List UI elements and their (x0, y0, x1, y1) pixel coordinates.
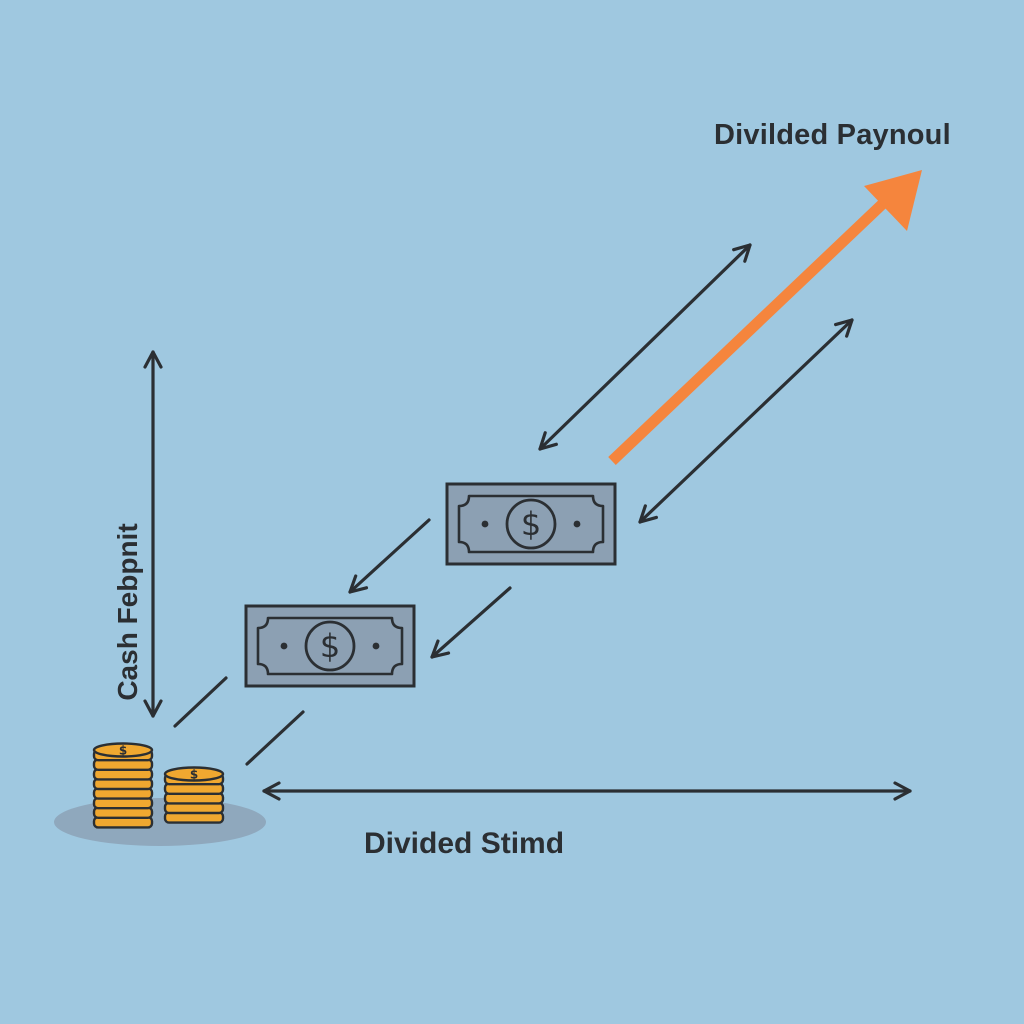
diagonal-double-arrow-lower (638, 318, 854, 524)
divided-stimd-label: Divided Stimd (364, 827, 565, 860)
bill-body (244, 604, 416, 688)
bill-dollar-sign: $ (320, 627, 340, 665)
diagonal-double-arrow-upper (538, 243, 752, 451)
coin-shadow (54, 798, 266, 846)
diagonal-arrow-from-upper-bill (430, 586, 512, 659)
bill-center-circle (505, 498, 557, 550)
cash-payment-label: Cash Febpnit (112, 523, 143, 701)
bill-dot-right (573, 520, 581, 528)
bill-inner-border (457, 494, 605, 554)
dash-line-1 (173, 676, 228, 728)
divided-payout-label: Divilded Paynoul (714, 119, 951, 151)
orange-trend-arrow (608, 170, 922, 465)
coin-stack-left: $ (92, 742, 154, 829)
coin-stack-icon: $ $ (92, 742, 225, 829)
coin-stack-right: $ (163, 766, 225, 824)
dash-line-2 (245, 710, 305, 766)
coin-top (92, 742, 154, 758)
coin-dollar-sign: $ (190, 768, 198, 782)
dollar-bill-icon: $ (445, 482, 617, 566)
bill-dot-right (372, 642, 380, 650)
coin-top (163, 766, 225, 782)
bill-dot-left (481, 520, 489, 528)
bill-inner-border (256, 616, 404, 676)
diagonal-arrow-to-lower-bill (348, 518, 431, 594)
bill-body (445, 482, 617, 566)
dollar-bill-icon: $ (244, 604, 416, 688)
coin-dollar-sign: $ (119, 744, 127, 758)
bill-dollar-sign: $ (521, 505, 541, 543)
bill-dot-left (280, 642, 288, 650)
bill-center-circle (304, 620, 356, 672)
